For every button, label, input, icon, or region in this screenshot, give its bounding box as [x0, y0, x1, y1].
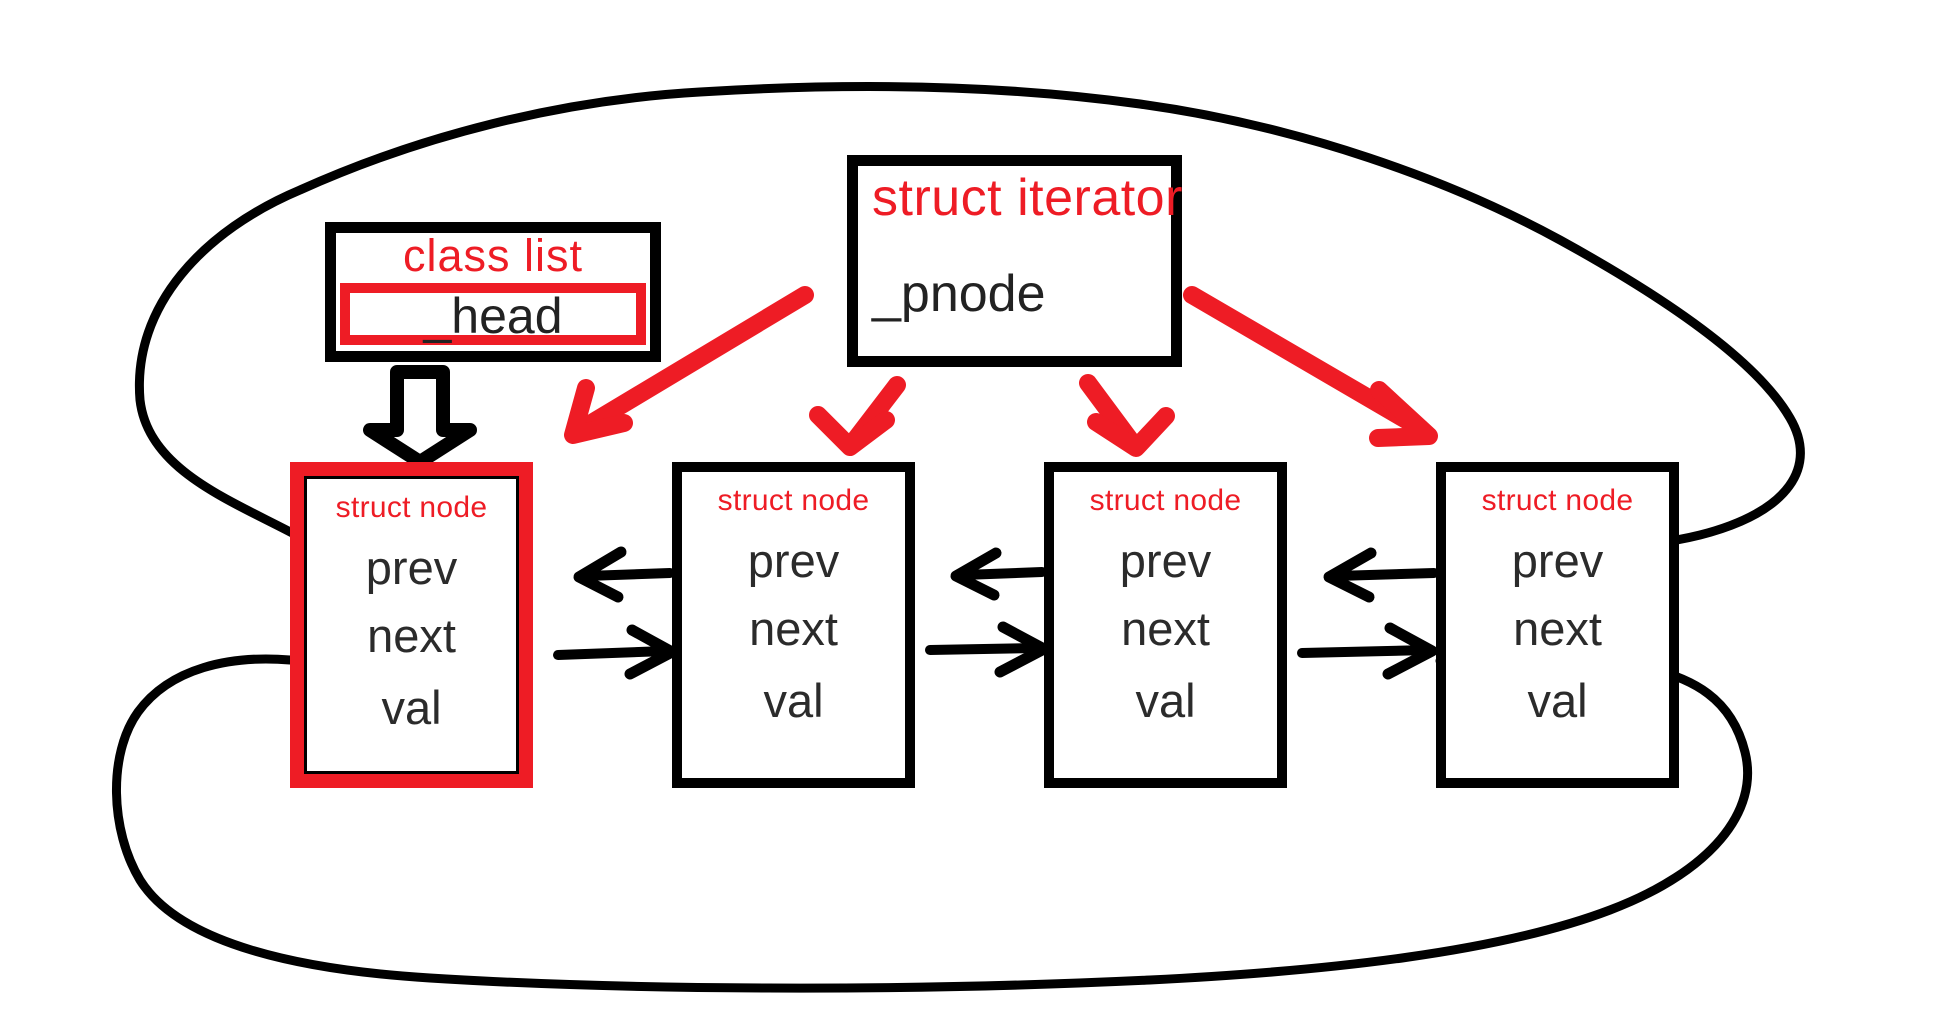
iterator-arrow-3-head — [1087, 407, 1175, 457]
node-field-prev-4: prev — [1511, 534, 1604, 587]
node-inner-2: struct node prev next val — [682, 472, 905, 778]
iterator-arrow-1-head — [564, 379, 633, 444]
head-field-box: _head — [340, 283, 646, 345]
node-field-val-1: val — [381, 681, 442, 734]
node-field-prev-2: prev — [747, 534, 840, 587]
iterator-arrow-4-head — [1369, 381, 1438, 447]
prev-arrow-2to1-head — [573, 546, 627, 603]
struct-iterator-box: struct iterator _pnode — [847, 155, 1182, 367]
class-list-title: class list — [402, 230, 584, 281]
node-inner-1: struct node prev next val — [304, 476, 519, 774]
next-arrow-3to4-head — [1382, 622, 1438, 680]
node-field-prev-1: prev — [365, 541, 458, 594]
next-arrow-2to3 — [925, 643, 1044, 655]
prev-arrow-2to1 — [581, 568, 675, 581]
prev-arrow-3to2-head — [950, 547, 1002, 601]
iterator-arrow-2 — [846, 376, 906, 449]
node-inner-3: struct node prev next val — [1054, 472, 1277, 778]
node-field-val-2: val — [763, 674, 824, 727]
next-arrow-1to2-head — [624, 624, 678, 680]
next-arrow-3to4 — [1297, 645, 1433, 658]
node-box-1: struct node prev next val — [290, 462, 533, 788]
node-field-next-3: next — [1121, 602, 1210, 655]
iterator-arrow-2-head — [809, 406, 895, 456]
node-title-4: struct node — [1481, 484, 1634, 517]
prev-arrow-3to2 — [958, 567, 1047, 580]
node-box-3: struct node prev next val — [1044, 462, 1287, 788]
node-field-val-4: val — [1527, 674, 1588, 727]
iterator-arrow-4 — [1183, 286, 1429, 437]
node-field-prev-3: prev — [1119, 534, 1212, 587]
node-field-val-3: val — [1135, 674, 1196, 727]
node-title-3: struct node — [1089, 484, 1242, 517]
prev-arrow-4to3-head — [1323, 547, 1377, 603]
iterator-arrow-3 — [1079, 374, 1140, 450]
next-arrow-1to2 — [553, 646, 671, 660]
node-field-next-4: next — [1513, 602, 1602, 655]
next-arrow-2to3-head — [994, 621, 1050, 678]
struct-iterator-title: struct iterator — [872, 169, 1183, 227]
node-field-next-1: next — [367, 609, 456, 662]
node-title-1: struct node — [335, 491, 488, 524]
node-field-next-2: next — [749, 602, 838, 655]
head-block-arrow-icon — [363, 365, 477, 469]
node-title-2: struct node — [717, 484, 870, 517]
class-list-box: class list _head — [325, 222, 661, 362]
node-box-4: struct node prev next val — [1436, 462, 1679, 788]
node-box-2: struct node prev next val — [672, 462, 915, 788]
pnode-field-label: _pnode — [872, 265, 1046, 323]
prev-arrow-4to3 — [1331, 568, 1439, 581]
head-field-label: _head — [423, 288, 563, 344]
node-inner-4: struct node prev next val — [1446, 472, 1669, 778]
